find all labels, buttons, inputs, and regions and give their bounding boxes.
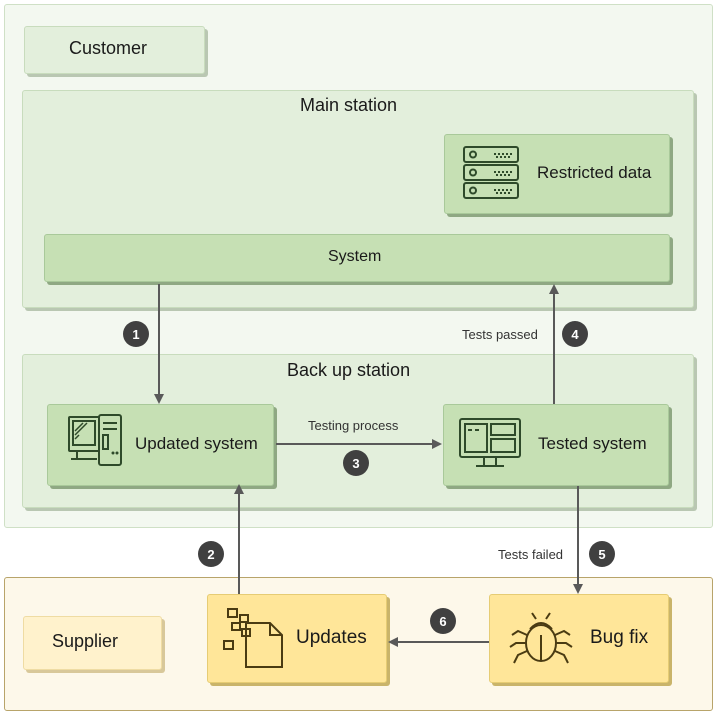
- computer-tower-icon: [68, 414, 122, 466]
- tested-system-label: Tested system: [538, 434, 647, 453]
- tested-system-box[interactable]: Tested system: [443, 404, 669, 486]
- step-badge-6: 6: [430, 608, 456, 634]
- edge-label-tests-passed: Tests passed: [462, 327, 538, 342]
- supplier-label: Supplier: [52, 631, 119, 651]
- customer-box: Customer: [24, 26, 205, 74]
- restricted-data-box[interactable]: Restricted data: [444, 134, 670, 214]
- updated-system-label: Updated system: [135, 434, 258, 453]
- updates-box[interactable]: Updates: [207, 594, 387, 683]
- bug-fix-box[interactable]: Bug fix: [489, 594, 669, 683]
- edge-label-tests-failed: Tests failed: [498, 547, 564, 562]
- document-icon: [223, 608, 283, 668]
- system-label: System: [328, 248, 382, 265]
- bug-icon: [509, 612, 573, 664]
- system-box[interactable]: System: [44, 234, 670, 282]
- bug-fix-label: Bug fix: [590, 627, 649, 648]
- main-station-title: Main station: [300, 95, 398, 115]
- restricted-data-label: Restricted data: [537, 163, 652, 182]
- updates-label: Updates: [296, 627, 367, 648]
- step-badge-2: 2: [198, 541, 224, 567]
- step-badge-4: 4: [562, 321, 588, 347]
- step-badge-3: 3: [343, 450, 369, 476]
- supplier-box: Supplier: [23, 616, 162, 670]
- updated-system-box[interactable]: Updated system: [47, 404, 274, 486]
- monitor-icon: [459, 418, 521, 467]
- step-badge-1: 1: [123, 321, 149, 347]
- server-icon: [463, 146, 519, 199]
- edge-label-testing-process: Testing process: [308, 418, 399, 433]
- step-badge-5: 5: [589, 541, 615, 567]
- backup-station-title: Back up station: [287, 360, 411, 380]
- customer-label: Customer: [69, 38, 148, 58]
